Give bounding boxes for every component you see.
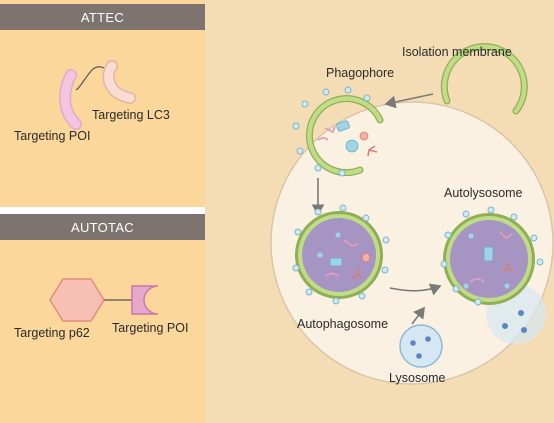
lysosome-label: Lysosome [389,371,446,385]
isolation-membrane-label: Isolation membrane [402,45,512,59]
attec-panel [0,0,205,207]
attec-poi-label: Targeting POI [14,129,91,143]
phagophore-label: Phagophore [326,66,395,80]
arrow-lysosome-to-autolysosome [411,306,425,325]
attec-molecule-icon [59,60,136,130]
poi-ligand-icon [131,285,159,315]
attec-linker-icon [75,66,105,91]
attec-header: ATTEC [0,4,205,30]
attec-lc3-label: Targeting LC3 [92,108,170,122]
autotac-molecule-icon [49,278,159,322]
phagophore-icon [292,86,384,177]
autolysosome-icon [440,206,546,344]
arrow-isolation-to-phagophore [384,93,434,109]
autotac-header: AUTOTAC [0,214,205,240]
lysosome-icon [399,324,443,368]
arrow-autophagosome-to-autolysosome [389,283,442,296]
autotac-panel [0,214,205,423]
autotac-p62-label: Targeting p62 [14,326,90,340]
autolysosome-label: Autolysosome [444,186,523,200]
autophagosome-label: Autophagosome [297,317,389,331]
p62-ligand-hexagon-icon [49,278,105,322]
cargo-icon [336,120,350,132]
autophagosome-icon [292,204,390,305]
autotac-poi-label: Targeting POI [112,321,189,335]
